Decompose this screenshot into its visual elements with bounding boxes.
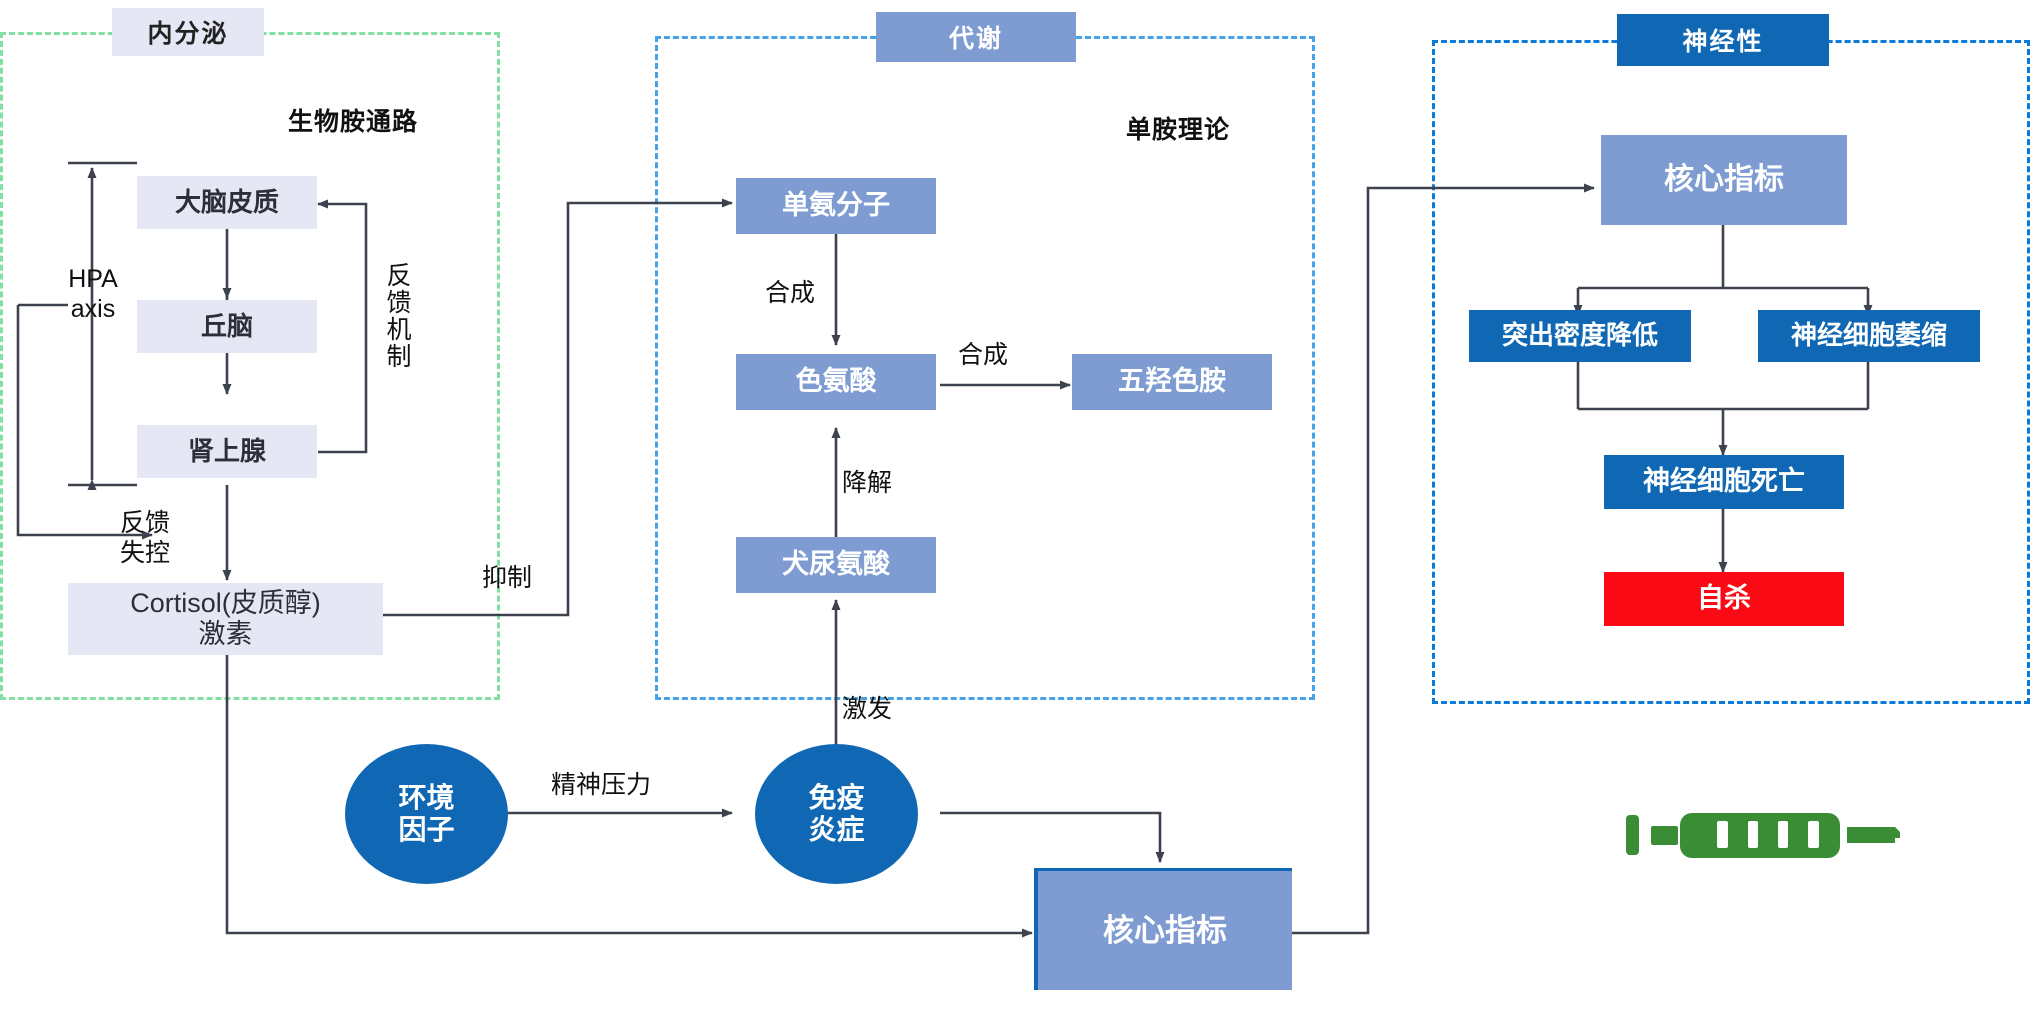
label-mental-stress: 精神压力 bbox=[551, 771, 652, 799]
label-synthesis-right: 合成 bbox=[958, 341, 1009, 369]
node-kynurenine[interactable]: 犬尿氨酸 bbox=[736, 537, 936, 593]
title-monoamine-theory: 单胺理论 bbox=[1126, 116, 1231, 144]
label-synthesis-down: 合成 bbox=[765, 279, 816, 307]
node-environmental-factor[interactable]: 环境 因子 bbox=[345, 744, 508, 884]
label-feedback-mechanism: 反馈机制 bbox=[383, 262, 411, 370]
node-tryptophan[interactable]: 色氨酸 bbox=[736, 354, 936, 410]
node-bottom-core-indicator[interactable]: 核心指标 bbox=[1034, 868, 1292, 990]
title-biogenic-amine-pathway: 生物胺通路 bbox=[288, 108, 419, 136]
node-adrenal-gland[interactable]: 肾上腺 bbox=[137, 425, 317, 478]
node-suicide[interactable]: 自杀 bbox=[1604, 572, 1844, 626]
node-cerebral-cortex[interactable]: 大脑皮质 bbox=[137, 176, 317, 229]
label-hpa-axis: HPA axis bbox=[68, 265, 118, 323]
region-header-endocrine: 内分泌 bbox=[112, 8, 264, 56]
node-hypothalamus[interactable]: 丘脑 bbox=[137, 300, 317, 353]
node-neuron-atrophy[interactable]: 神经细胞萎缩 bbox=[1758, 310, 1980, 362]
node-immune-inflammation[interactable]: 免疫 炎症 bbox=[755, 744, 918, 884]
region-header-neurological: 神经性 bbox=[1617, 14, 1829, 66]
node-cortisol-hormone[interactable]: Cortisol(皮质醇) 激素 bbox=[68, 583, 383, 655]
label-activation: 激发 bbox=[842, 695, 893, 723]
node-neuro-core-indicator[interactable]: 核心指标 bbox=[1601, 135, 1847, 225]
region-header-metabolic: 代谢 bbox=[876, 12, 1076, 62]
node-neuron-death[interactable]: 神经细胞死亡 bbox=[1604, 455, 1844, 509]
node-serotonin[interactable]: 五羟色胺 bbox=[1072, 354, 1272, 410]
syringe-icon bbox=[1620, 805, 1970, 865]
node-synapse-density-decrease[interactable]: 突出密度降低 bbox=[1469, 310, 1691, 362]
label-degradation: 降解 bbox=[842, 469, 893, 497]
label-feedback-loss: 反馈 失控 bbox=[120, 509, 171, 567]
node-monoamine-molecule[interactable]: 单氨分子 bbox=[736, 178, 936, 234]
label-inhibition: 抑制 bbox=[482, 564, 533, 592]
